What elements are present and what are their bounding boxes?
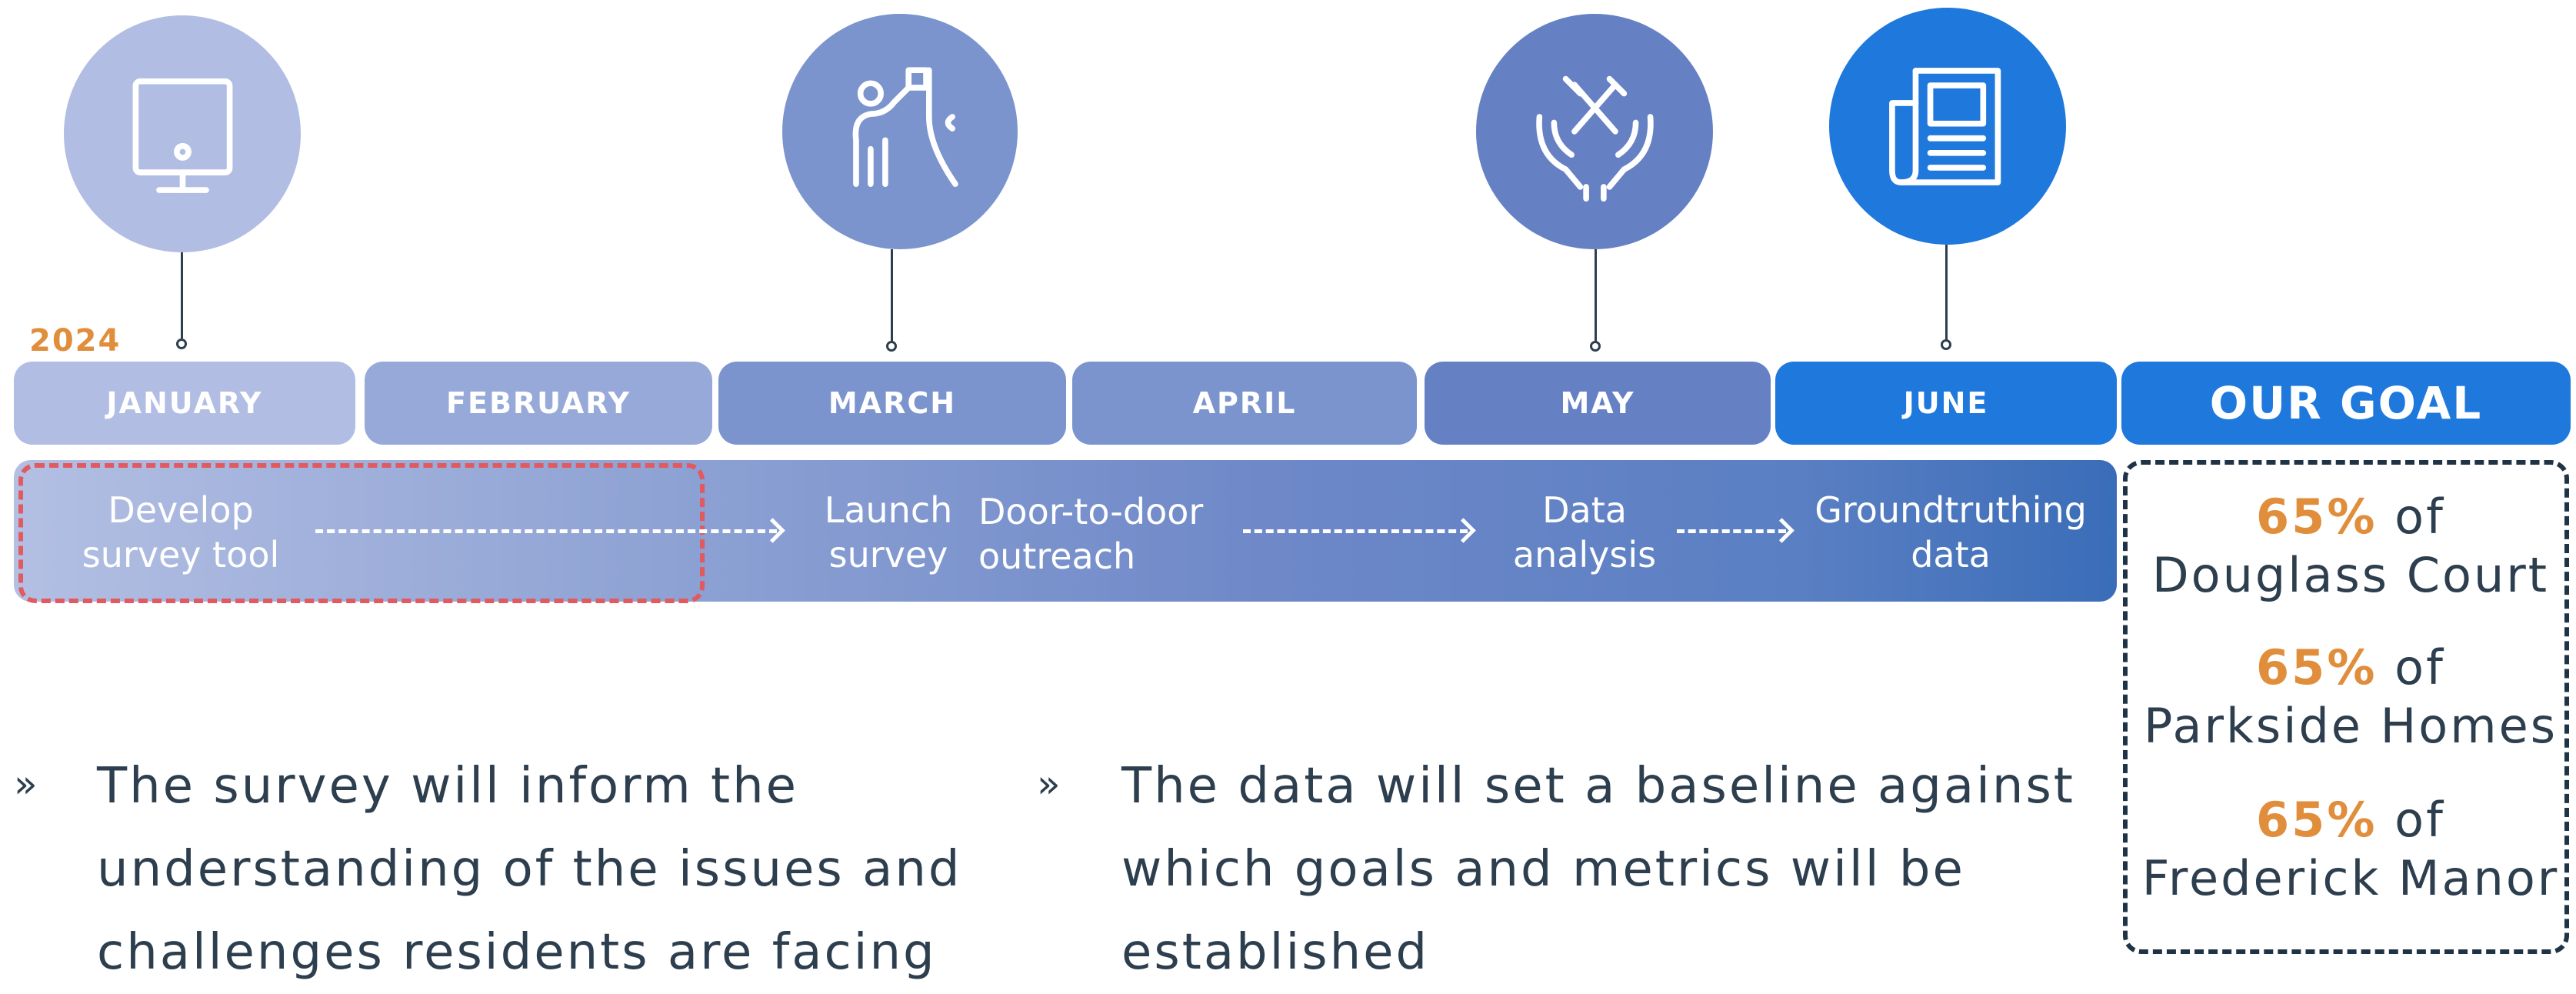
year-label: 2024 — [29, 323, 122, 359]
bullet-icon: » — [1037, 762, 1061, 806]
task-launch-survey: Launch survey — [815, 488, 961, 577]
goal-line: 65% of — [2128, 639, 2574, 697]
goal-line: 65% of — [2128, 791, 2574, 849]
monitor-icon — [132, 78, 232, 193]
task-line: survey — [828, 534, 948, 575]
goal-place: Frederick Manor — [2141, 850, 2560, 906]
goal-percent: 65% — [2256, 489, 2378, 545]
month-april: APRIL — [1072, 362, 1417, 445]
note-survey: The survey will inform the understanding… — [97, 745, 1020, 994]
task-groundtruthing: Groundtruthing data — [1805, 488, 2097, 577]
task-line: Data — [1542, 489, 1627, 531]
task-line: Launch — [824, 489, 953, 531]
task-line: outreach — [978, 535, 1136, 577]
task-line: Develop — [108, 489, 254, 531]
arrow — [1677, 529, 1786, 533]
goal-place: Parkside Homes — [2143, 698, 2558, 754]
arrow — [315, 529, 777, 533]
timeline-stem — [181, 252, 183, 339]
note-data: The data will set a baseline against whi… — [1121, 745, 2106, 994]
timeline-stem — [1945, 245, 1948, 340]
task-develop-survey-tool: Develop survey tool — [54, 488, 308, 577]
timeline-dot — [886, 341, 897, 352]
timeline-stem — [1595, 249, 1597, 342]
note-line: which goals and metrics will be — [1121, 841, 1965, 898]
task-line: survey tool — [82, 534, 280, 575]
note-line: The data will set a baseline against — [1121, 758, 2075, 815]
goal-of: of — [2394, 792, 2445, 848]
month-january: JANUARY — [14, 362, 355, 445]
goal-line: 65% of — [2128, 488, 2574, 546]
monitor-circle — [64, 15, 301, 252]
task-line: Groundtruthing — [1815, 489, 2087, 531]
task-line: Door-to-door — [978, 491, 1204, 532]
timeline-dot — [1590, 341, 1601, 352]
month-june: JUNE — [1775, 362, 2117, 445]
goal-percent: 65% — [2256, 792, 2378, 848]
bullet-icon: » — [14, 762, 38, 806]
timeline-dot — [176, 339, 187, 349]
month-february: FEBRUARY — [365, 362, 712, 445]
person-survey-icon — [852, 67, 958, 188]
task-door-to-door: Door-to-door outreach — [978, 489, 1240, 579]
task-line: analysis — [1512, 534, 1657, 575]
goal-of: of — [2394, 639, 2445, 695]
goal-percent: 65% — [2256, 639, 2378, 695]
timeline-stem — [891, 249, 893, 342]
month-may: MAY — [1425, 362, 1771, 445]
goal-frederick-manor: 65% of Frederick Manor — [2128, 791, 2574, 908]
newspaper-icon — [1888, 67, 2001, 185]
goal-parkside-homes: 65% of Parkside Homes — [2128, 639, 2574, 756]
timeline-dot — [1941, 339, 1951, 350]
task-data-analysis: Data analysis — [1485, 488, 1685, 577]
note-line: established — [1121, 924, 1430, 981]
goal-box: 65% of Douglass Court 65% of Parkside Ho… — [2123, 460, 2569, 954]
month-march: MARCH — [718, 362, 1066, 445]
task-line: data — [1911, 534, 1991, 575]
newspaper-circle — [1829, 8, 2066, 245]
goal-of: of — [2394, 489, 2445, 545]
note-line: understanding of the issues and — [97, 841, 962, 898]
hands-tools-icon — [1535, 75, 1654, 202]
goal-place: Douglass Court — [2151, 547, 2550, 603]
note-line: The survey will inform the — [97, 758, 799, 815]
tools-circle — [1476, 14, 1713, 249]
goal-header: OUR GOAL — [2121, 362, 2571, 445]
arrow — [1243, 529, 1468, 533]
highlight-box — [18, 463, 705, 603]
note-line: challenges residents are facing — [97, 924, 937, 981]
survey-circle — [782, 14, 1018, 249]
goal-douglass-court: 65% of Douglass Court — [2128, 488, 2574, 605]
